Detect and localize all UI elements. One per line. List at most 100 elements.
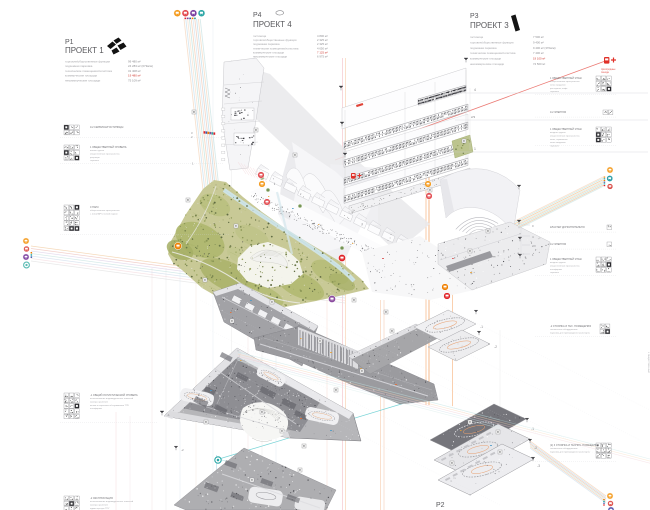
svg-text:технические помещения/логистик: технические помещения/логистика <box>470 51 516 55</box>
svg-text:1/2 ЭНЕРГИЯ: 1/2 ЭНЕРГИЯ <box>550 243 566 246</box>
svg-text:-1: -1 <box>480 325 483 329</box>
svg-text:рецепция: рецепция <box>90 157 101 159</box>
svg-text:1/2 ЭНЕРГИЯ: 1/2 ЭНЕРГИЯ <box>550 111 566 114</box>
svg-text:2 325 м²: 2 325 м² <box>317 42 328 46</box>
svg-text:2/3: 2/3 <box>471 115 476 119</box>
svg-text:общественные пространства: общественные пространства <box>550 266 580 268</box>
svg-text:7 125 м²: 7 125 м² <box>317 50 328 54</box>
svg-text:24 283 м² (673м/м): 24 283 м² (673м/м) <box>128 64 153 68</box>
svg-text:парковка для пригородного тран: парковка для пригородного транспорта <box>550 333 591 335</box>
svg-text:платформы: платформы <box>90 407 102 410</box>
svg-text:9 400 м² (370м/м): 9 400 м² (370м/м) <box>533 46 556 50</box>
svg-text:31 408 м²: 31 408 м² <box>128 69 141 73</box>
svg-text:0 ПАРК: 0 ПАРК <box>90 206 99 209</box>
svg-text:4: 4 <box>474 88 476 92</box>
svg-text:-1 ОБЩИЙ ЛОГИСТИЧЕСКИЙ УРОВЕНЬ: -1 ОБЩИЙ ЛОГИСТИЧЕСКИЙ УРОВЕНЬ <box>90 394 138 397</box>
svg-text:74 500 м²: 74 500 м² <box>533 62 545 66</box>
svg-text:админ центры ТПУ: админ центры ТПУ <box>90 508 110 510</box>
svg-text:1 ОБЩЕСТВЕННЫЙ ЭТАЖ: 1 ОБЩЕСТВЕННЫЙ ЭТАЖ <box>550 258 582 261</box>
svg-text:2/3: 2/3 <box>532 244 536 248</box>
svg-text:парковка для пригородного тран: парковка для пригородного транспорта <box>550 452 591 454</box>
svg-text:платформы: платформы <box>550 268 562 271</box>
svg-text:-3: -3 <box>537 464 540 468</box>
svg-text:камеры хранения: камеры хранения <box>90 402 109 404</box>
svg-text:2: 2 <box>191 135 193 139</box>
svg-text:(2) 3 СТОЯНКА И ТЕХНИЧ. ПОМЕЩЕ: (2) 3 СТОЯНКА И ТЕХНИЧ. ПОМЕЩЕНИЯ <box>550 444 599 447</box>
svg-text:взлом и перегонка обслуживания: взлом и перегонка обслуживания ТПУ <box>90 405 130 407</box>
svg-text:вокзал группа: вокзал группа <box>90 150 105 152</box>
svg-text:некоммерческие площади: некоммерческие площади <box>65 78 101 82</box>
svg-text:1: 1 <box>532 253 534 257</box>
svg-text:3: 3 <box>191 131 193 135</box>
svg-text:пригородные: пригородные <box>601 68 616 71</box>
svg-text:поезда: поезда <box>601 71 609 74</box>
svg-text:P1: P1 <box>65 39 74 46</box>
svg-text:зоны, терминалы: зоны, терминалы <box>550 139 568 141</box>
svg-text:торговля: торговля <box>550 272 560 274</box>
svg-text:-2 ЭКСПЛУАТАЦИЯ: -2 ЭКСПЛУАТАЦИЯ <box>90 497 113 500</box>
svg-text:-2 СТОЯНКА И ТЕХ. ПОМЕЩЕНИЯ: -2 СТОЯНКА И ТЕХ. ПОМЕЩЕНИЯ <box>550 325 591 328</box>
svg-text:ПРОЕКТ 3: ПРОЕКТ 3 <box>470 21 509 30</box>
svg-text:-1: -1 <box>531 427 534 431</box>
svg-text:ПРОЕКТ 1: ПРОЕКТ 1 <box>65 46 104 55</box>
svg-text:рестораны, кафе: рестораны, кафе <box>550 87 568 90</box>
svg-text:Р4: Р4 <box>253 12 262 19</box>
svg-text:торговля/общественные функции: торговля/общественные функции <box>65 60 110 64</box>
svg-text:с зоной API и зоной парков: с зоной API и зоной парков <box>90 213 118 216</box>
svg-text:использование индивидуальных т: использование индивидуальных тоннелей <box>90 397 134 400</box>
svg-text:0: 0 <box>532 224 534 228</box>
svg-text:входная группа: входная группа <box>550 132 566 134</box>
svg-text:1 ОБЩЕСТВЕННЫЙ УРОВЕНЬ: 1 ОБЩЕСТВЕННЫЙ УРОВЕНЬ <box>90 146 127 149</box>
svg-text:использование индивидуальных т: использование индивидуальных тоннелей <box>90 500 134 503</box>
svg-text:1 ОБЩЕСТВЕННЫЙ ЭТАЖ: 1 ОБЩЕСТВЕННЫЙ ЭТАЖ <box>550 128 582 131</box>
svg-text:-2: -2 <box>494 345 497 349</box>
svg-text:техническое оборудование: техническое оборудование <box>550 329 578 331</box>
svg-text:общественные пространства: общественные пространства <box>550 136 580 138</box>
svg-text:-2: -2 <box>534 446 537 450</box>
svg-text:9 400 м²: 9 400 м² <box>533 40 544 44</box>
svg-text:торговля: торговля <box>550 91 560 93</box>
svg-text:торговля/общественные функции: торговля/общественные функции <box>470 40 514 44</box>
svg-text:коммерческие площади: коммерческие площади <box>470 57 501 61</box>
svg-text:входная группа: входная группа <box>550 262 566 264</box>
svg-text:общественные пространства: общественные пространства <box>90 210 120 212</box>
svg-text:4 800 м²: 4 800 м² <box>317 34 328 38</box>
svg-text:1 ОБЩЕСТВЕННЫЙ: 1 ОБЩЕСТВЕННЫЙ <box>647 352 650 373</box>
svg-text:Р3: Р3 <box>470 13 479 20</box>
svg-text:подземная парковка: подземная парковка <box>65 64 93 68</box>
svg-text:подземная парковка: подземная парковка <box>470 46 497 50</box>
svg-text:19 100 м²: 19 100 м² <box>533 57 545 61</box>
svg-text:гостиница: гостиница <box>470 35 483 39</box>
svg-text:коммерческие площади: коммерческие площади <box>253 50 284 54</box>
svg-text:торговля/общественные функции: торговля/общественные функции <box>253 38 297 42</box>
svg-text:технические помещения/логистик: технические помещения/логистика <box>253 46 299 50</box>
svg-text:7 400 м²: 7 400 м² <box>533 51 544 55</box>
svg-text:1/2 СЕРВИСЫ/ГОСТИНИЦЫ: 1/2 СЕРВИСЫ/ГОСТИНИЦЫ <box>90 126 124 129</box>
svg-text:99 480 м²: 99 480 м² <box>128 60 141 64</box>
svg-text:коммерческие площади: коммерческие площади <box>65 74 97 78</box>
svg-text:гостиница: гостиница <box>253 34 266 38</box>
svg-text:общественные пространства: общественные пространства <box>90 154 120 156</box>
svg-text:некоммерческие площади: некоммерческие площади <box>253 55 288 59</box>
svg-text:75 109 м²: 75 109 м² <box>128 78 141 82</box>
svg-text:ПРОЕКТ 4: ПРОЕКТ 4 <box>253 20 292 29</box>
svg-text:зоны ожидания: зоны ожидания <box>550 142 566 144</box>
svg-text:подземная парковка: подземная парковка <box>253 42 280 46</box>
svg-text:2 325 м²: 2 325 м² <box>317 38 328 42</box>
svg-text:торговля: торговля <box>90 160 100 162</box>
svg-text:7 500 м²: 7 500 м² <box>533 35 544 39</box>
svg-text:КЛАСТЕР ДОПОЛНИТЕЛЬНО: КЛАСТЕР ДОПОЛНИТЕЛЬНО <box>550 226 585 229</box>
svg-text:4: 4 <box>532 235 534 239</box>
svg-text:-1: -1 <box>167 413 170 417</box>
svg-text:19 480 м²: 19 480 м² <box>128 74 141 78</box>
svg-text:некоммерческие площади: некоммерческие площади <box>470 62 505 66</box>
svg-text:торговля: торговля <box>550 145 560 147</box>
svg-text:камеры хранения: камеры хранения <box>90 505 109 507</box>
svg-text:1 ОБЩЕСТВЕННЫЙ ЭТАЖ: 1 ОБЩЕСТВЕННЫЙ ЭТАЖ <box>550 77 582 80</box>
svg-text:зоны ожидания: зоны ожидания <box>550 85 566 87</box>
svg-text:общественные пространства: общественные пространства <box>550 81 580 83</box>
svg-text:4 650 м²: 4 650 м² <box>317 46 328 50</box>
svg-text:технические помещения/логистик: технические помещения/логистика <box>65 69 112 73</box>
svg-text:1: 1 <box>474 147 476 151</box>
svg-text:1: 1 <box>192 162 194 166</box>
